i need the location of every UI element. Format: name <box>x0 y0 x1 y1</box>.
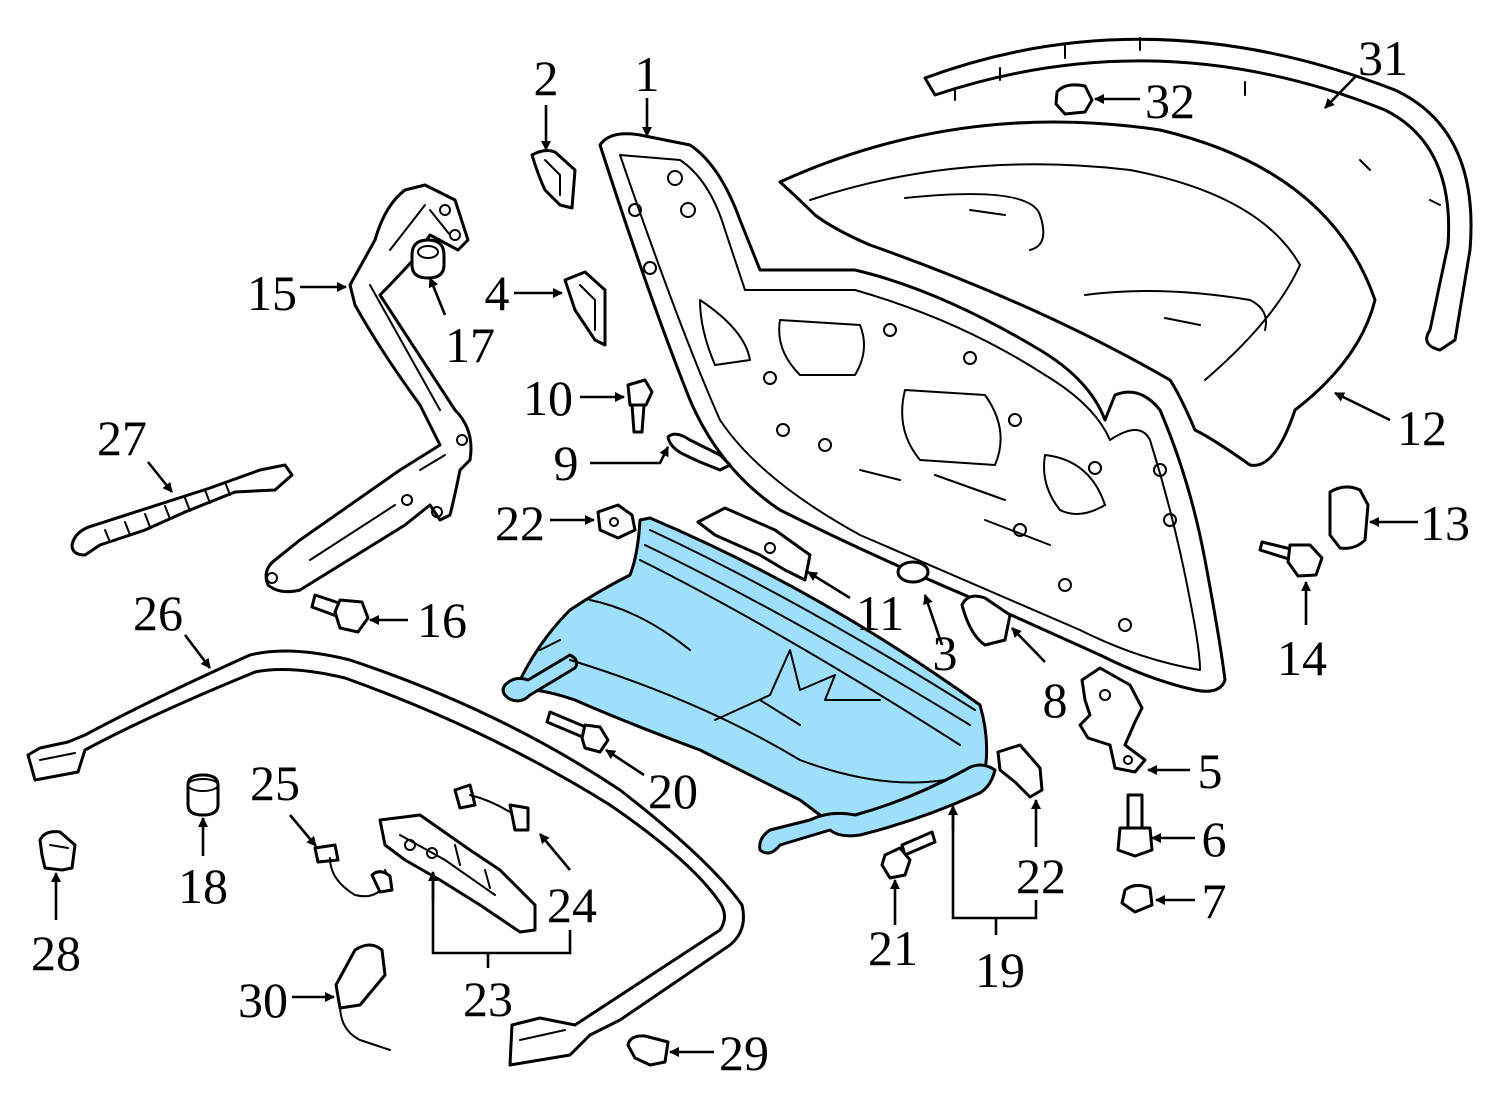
callout-17: 17 <box>445 317 495 373</box>
part-26-seal <box>26 649 745 1067</box>
leader-12 <box>1334 391 1391 422</box>
part-05-hinge-bracket <box>1078 666 1147 774</box>
leader-27 <box>146 461 174 493</box>
part-02-bracket <box>530 149 577 210</box>
part-22b-bracket <box>996 743 1044 799</box>
callout-10: 10 <box>523 370 573 426</box>
part-04-bracket <box>563 270 607 347</box>
part-03-plug <box>896 560 930 584</box>
callout-29: 29 <box>719 1025 769 1081</box>
part-28-clip <box>38 830 77 872</box>
callout-23: 23 <box>463 971 513 1027</box>
callout-labels: 1 2 3 4 5 6 7 8 9 10 11 12 13 14 15 16 1… <box>31 30 1470 1081</box>
leader-8 <box>1011 627 1046 663</box>
callout-32: 32 <box>1145 73 1195 129</box>
part-10-bolt <box>626 378 654 434</box>
part-21-bolt <box>880 830 937 880</box>
callout-13: 13 <box>1420 495 1470 551</box>
callout-16: 16 <box>417 592 467 648</box>
part-07-nut <box>1120 883 1154 914</box>
leader-25 <box>289 814 317 847</box>
part-08-bumper <box>960 594 1012 647</box>
part-14-screw <box>1258 540 1324 578</box>
callout-1: 1 <box>635 46 660 102</box>
part-11-bracket <box>696 506 812 582</box>
callout-19: 19 <box>975 942 1025 998</box>
leader-19-bracket <box>951 812 1038 920</box>
part-23-latch <box>378 813 537 934</box>
part-18-grommet <box>186 773 220 817</box>
callout-6: 6 <box>1202 811 1227 867</box>
part-27-rail <box>70 463 294 557</box>
callout-20: 20 <box>648 763 698 819</box>
part-09-clip <box>666 432 732 472</box>
callout-22-lower: 22 <box>1016 848 1066 904</box>
leader-24 <box>539 833 571 871</box>
callout-24: 24 <box>547 877 597 933</box>
part-20-bolt <box>545 710 610 754</box>
part-12-cover <box>778 120 1377 467</box>
part-01-deck-lid <box>598 132 1227 693</box>
callout-21: 21 <box>868 920 918 976</box>
callout-8: 8 <box>1043 672 1068 728</box>
leader-3 <box>923 594 944 646</box>
part-29-clip <box>626 1034 670 1067</box>
part-31-trim-strip <box>923 37 1473 352</box>
part-16-bolt <box>310 593 370 634</box>
leader-31 <box>1324 76 1356 109</box>
part-24-cable <box>453 783 530 832</box>
part-13-clip <box>1328 485 1370 550</box>
callout-9: 9 <box>554 435 579 491</box>
leader-lines <box>51 76 1418 1057</box>
leader-9 <box>590 446 670 465</box>
callout-4: 4 <box>485 265 510 321</box>
callout-11: 11 <box>856 585 904 641</box>
callout-28: 28 <box>31 925 81 981</box>
callout-5: 5 <box>1198 743 1223 799</box>
part-17-grommet <box>410 238 446 280</box>
callout-15: 15 <box>247 265 297 321</box>
leader-23-bracket <box>431 875 572 955</box>
callout-30: 30 <box>238 972 288 1028</box>
callout-25: 25 <box>250 755 300 811</box>
callout-26: 26 <box>133 585 183 641</box>
callout-27: 27 <box>97 410 147 466</box>
callout-22-upper: 22 <box>495 495 545 551</box>
leader-17 <box>428 277 447 316</box>
callout-12: 12 <box>1397 400 1447 456</box>
callout-14: 14 <box>1277 630 1327 686</box>
part-32-nut <box>1054 83 1094 116</box>
leader-26 <box>183 634 212 669</box>
leader-11 <box>807 570 851 600</box>
part-15-hinge-arm <box>264 183 473 594</box>
callout-18: 18 <box>178 858 228 914</box>
part-19-tray-highlighted <box>501 516 997 855</box>
part-22a-bracket <box>596 503 637 540</box>
callout-2: 2 <box>534 50 559 106</box>
part-25-cable <box>313 843 394 898</box>
leader-20 <box>605 748 645 777</box>
callout-7: 7 <box>1202 873 1227 929</box>
part-30-sensor <box>334 943 391 1051</box>
part-06-bolt <box>1116 793 1154 858</box>
callout-3: 3 <box>933 625 958 681</box>
callout-31: 31 <box>1358 30 1408 86</box>
